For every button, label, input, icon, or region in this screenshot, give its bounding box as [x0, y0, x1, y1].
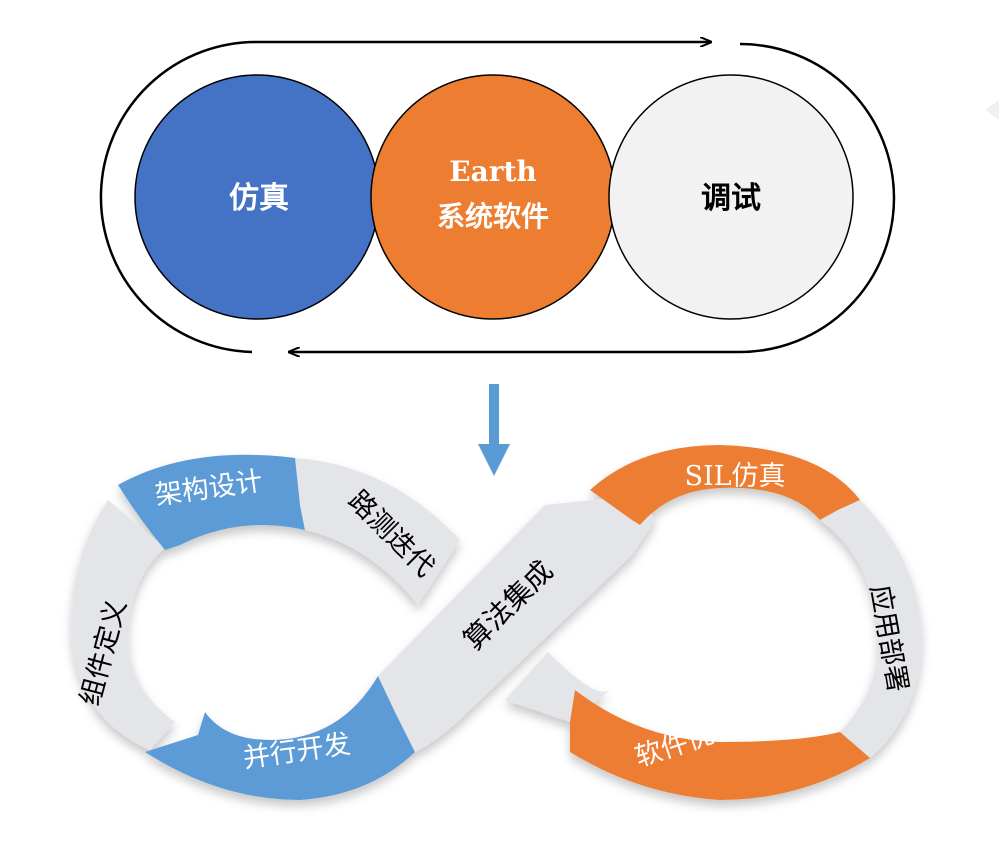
cycle-arc-right [290, 42, 896, 352]
segment-road-test [295, 458, 460, 605]
cycle-arc-left [99, 40, 261, 354]
segment-sil-sim [590, 445, 860, 525]
segment-optimize [570, 690, 870, 800]
circle-earth-label-line1: Earth [449, 155, 537, 188]
segment-component-define [71, 500, 175, 750]
circle-earth-label-line2: 系统软件 [437, 200, 549, 233]
segment-architecture [118, 454, 305, 550]
segment-app-deploy [820, 500, 922, 758]
infinity-loop [71, 445, 922, 800]
down-arrow [478, 384, 510, 476]
label-sil-sim: SIL仿真 [684, 461, 785, 492]
circle-earth-system [370, 74, 616, 320]
segment-parallel-dev [145, 676, 415, 800]
down-arrow-shaft [489, 384, 499, 444]
segment-algo-integration [378, 495, 655, 752]
edge-decoration-icon [985, 100, 999, 120]
down-arrow-head [478, 444, 510, 476]
circle-debug [608, 74, 854, 320]
top-cycle: 仿真 Earth 系统软件 调试 [99, 40, 896, 354]
circle-simulation-label: 仿真 [229, 181, 289, 216]
circle-debug-label: 调试 [701, 181, 761, 216]
